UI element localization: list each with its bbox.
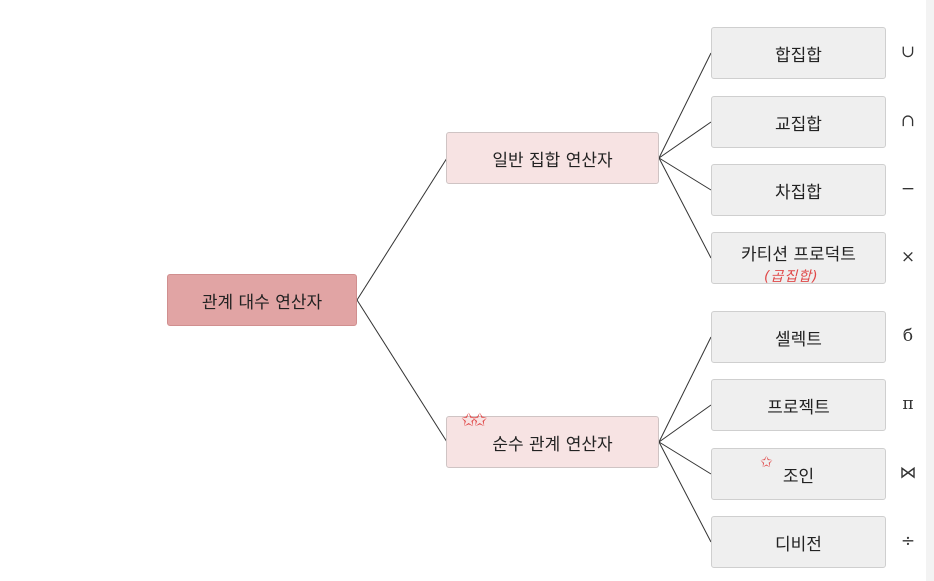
- leaf-node-division: 디비전: [711, 516, 886, 568]
- group-label: 일반 집합 연산자: [492, 150, 613, 171]
- cartesian-symbol: ×: [900, 247, 916, 267]
- leaf-label: 합집합: [775, 45, 822, 66]
- double-star-annotation: ✩✩: [461, 410, 487, 431]
- edge-pure-select: [658, 336, 712, 443]
- leaf-node-project: 프로젝트: [711, 379, 886, 431]
- edge-general-cartesian: [658, 157, 712, 259]
- leaf-label: 교집합: [775, 114, 822, 135]
- leaf-label: 프로젝트: [767, 397, 830, 418]
- select-symbol: б: [902, 326, 914, 346]
- intersection-symbol: ∩: [900, 111, 916, 131]
- edge-root-pure: [356, 299, 448, 443]
- leaf-node-cartesian-product: 카티션 프로덕트: [711, 232, 886, 284]
- leaf-label: 디비전: [775, 534, 822, 555]
- project-symbol: π: [902, 394, 914, 414]
- leaf-label: 카티션 프로덕트: [741, 244, 856, 265]
- edge-general-intersection: [658, 121, 712, 159]
- join-symbol: ⋈: [899, 463, 917, 483]
- leaf-node-select: 셀렉트: [711, 311, 886, 363]
- edge-general-difference: [658, 157, 712, 191]
- right-edge-strip: [926, 0, 934, 581]
- edge-pure-division: [658, 441, 712, 543]
- root-node: 관계 대수 연산자: [167, 274, 357, 326]
- leaf-label: 셀렉트: [775, 329, 822, 350]
- leaf-node-union: 합집합: [711, 27, 886, 79]
- edge-general-union: [658, 52, 712, 159]
- leaf-node-join: 조인: [711, 448, 886, 500]
- leaf-label: 조인: [782, 466, 815, 487]
- edge-pure-project: [658, 404, 712, 443]
- group-node-pure-relational: 순수 관계 연산자: [446, 416, 659, 468]
- edge-root-general: [356, 157, 448, 301]
- cartesian-note-annotation: (곱집합): [764, 269, 819, 285]
- group-label: 순수 관계 연산자: [492, 434, 613, 455]
- leaf-node-difference: 차집합: [711, 164, 886, 216]
- union-symbol: ∪: [900, 42, 916, 62]
- group-node-general-set: 일반 집합 연산자: [446, 132, 659, 184]
- division-symbol: ÷: [900, 531, 916, 551]
- star-annotation: ✩: [760, 453, 773, 471]
- difference-symbol: −: [900, 179, 916, 199]
- root-label: 관계 대수 연산자: [201, 292, 323, 313]
- leaf-label: 차집합: [775, 182, 822, 203]
- edge-pure-join: [658, 441, 712, 475]
- leaf-node-intersection: 교집합: [711, 96, 886, 148]
